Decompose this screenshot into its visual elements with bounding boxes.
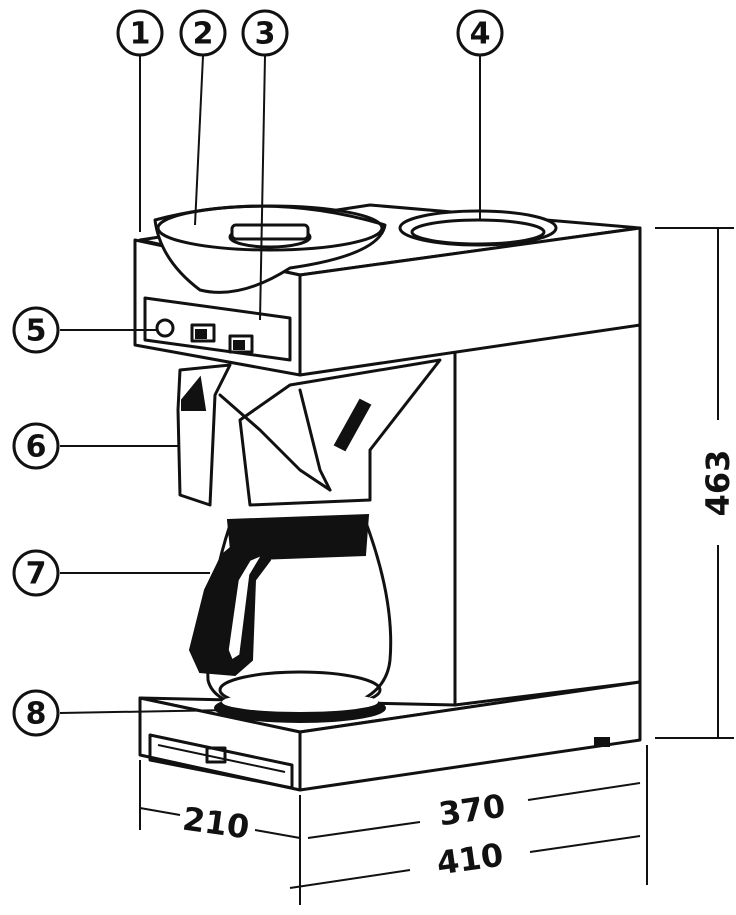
callout-6-label: 6 [26,430,47,465]
indicator-lamp [155,318,175,338]
callout-6: 6 [12,422,60,470]
top-warming-plate [398,209,558,247]
side-width-label: 370 [436,787,507,834]
callout-7: 7 [12,549,60,597]
callout-5: 5 [12,306,60,354]
control-switches [155,318,254,354]
leader-lines [59,55,481,714]
machine-body [133,203,642,792]
callout-7-label: 7 [26,557,47,592]
callout-2: 2 [179,9,227,57]
callout-3: 3 [241,9,289,57]
glass-jug [188,513,393,714]
callout-2-label: 2 [193,17,214,52]
filter-funnel-top [153,204,387,294]
callout-1: 1 [116,9,164,57]
dimension-front-depth: 210 [139,760,301,905]
height-label: 463 [699,450,736,517]
total-width-label: 410 [434,836,505,883]
bottom-hot-plate [214,692,386,723]
dimension-height: 463 [655,227,736,739]
callout-4-label: 4 [470,17,491,52]
callout-5-label: 5 [26,314,47,349]
dimension-total-width: 410 [289,835,641,889]
dimension-side-width: 370 [307,745,648,885]
filter-holder [176,358,442,507]
callout-8-label: 8 [26,697,47,732]
callout-8: 8 [12,689,60,737]
front-depth-label: 210 [180,800,251,847]
callout-4: 4 [456,9,504,57]
callout-1-label: 1 [130,17,151,52]
callout-3-label: 3 [255,17,276,52]
